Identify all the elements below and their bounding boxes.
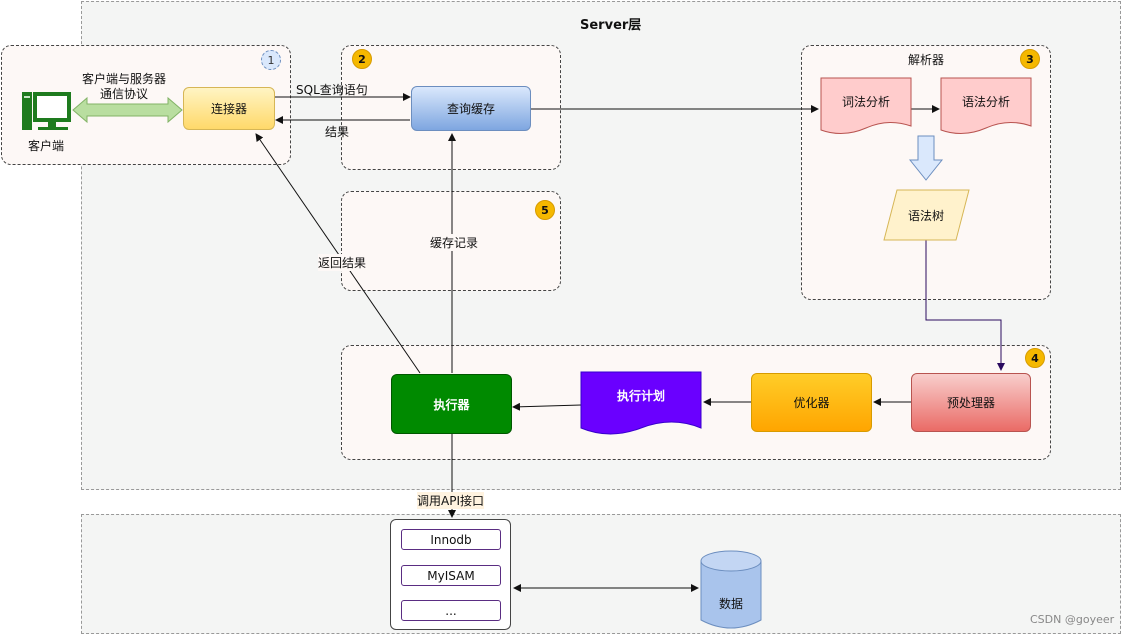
down-arrow-icon xyxy=(908,135,944,181)
syntax-tree-shape xyxy=(883,189,970,241)
protocol-label-line2: 通信协议 xyxy=(100,87,149,101)
parser-title: 解析器 xyxy=(908,53,945,67)
lexical-shape xyxy=(820,77,912,134)
region-3-badge: 3 xyxy=(1020,49,1040,69)
query-cache-node[interactable]: 查询缓存 xyxy=(411,86,531,131)
data-label: 数据 xyxy=(719,597,744,611)
syntax-analysis-label[interactable]: 语法分析 xyxy=(962,95,1011,109)
computer-icon xyxy=(22,92,71,130)
region-5-badge: 5 xyxy=(535,200,555,220)
server-layer-title: Server层 xyxy=(580,18,642,33)
plan-shape xyxy=(580,371,702,435)
client-label: 客户端 xyxy=(28,139,65,153)
cache-record-label: 缓存记录 xyxy=(430,234,479,251)
region-2-badge: 2 xyxy=(352,49,372,69)
region-4-badge: 4 xyxy=(1025,348,1045,368)
syntax-tree-label[interactable]: 语法树 xyxy=(908,209,945,223)
sql-query-label: SQL查询语句 xyxy=(296,83,368,97)
preprocessor-node[interactable]: 预处理器 xyxy=(911,373,1031,432)
result-label: 结果 xyxy=(325,125,350,139)
lexical-analysis-label[interactable]: 词法分析 xyxy=(842,95,891,109)
executor-node[interactable]: 执行器 xyxy=(391,374,512,434)
engine-innodb[interactable]: Innodb xyxy=(401,529,501,550)
watermark: CSDN @goyeer xyxy=(1030,613,1115,626)
region-1-badge: 1 xyxy=(261,50,281,70)
double-arrow-icon xyxy=(72,96,183,124)
connector-node[interactable]: 连接器 xyxy=(183,87,275,130)
execution-plan-label[interactable]: 执行计划 xyxy=(617,389,666,403)
engine-other[interactable]: ... xyxy=(401,600,501,621)
syntax-shape xyxy=(940,77,1032,134)
return-result-label: 返回结果 xyxy=(318,254,367,271)
engine-myisam[interactable]: MyISAM xyxy=(401,565,501,586)
api-call-label: 调用API接口 xyxy=(417,492,484,509)
storage-layer xyxy=(81,514,1121,634)
database-icon xyxy=(700,550,762,629)
protocol-label-line1: 客户端与服务器 xyxy=(82,72,167,86)
optimizer-node[interactable]: 优化器 xyxy=(751,373,872,432)
